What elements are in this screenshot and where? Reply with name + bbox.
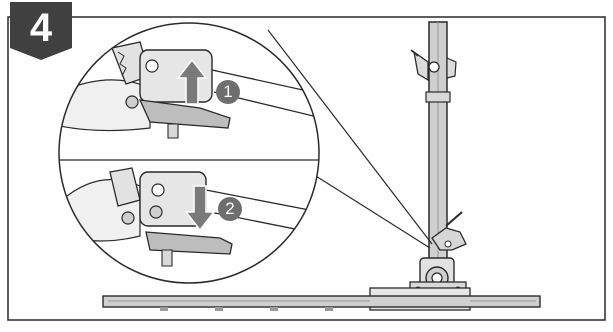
- callout-2-label: 2: [218, 197, 242, 221]
- step-badge: 4: [10, 2, 72, 60]
- callout-1-label: 1: [216, 80, 240, 104]
- zoom-leader-bottom: [300, 166, 430, 248]
- zoom-detail: [50, 20, 330, 290]
- cutter-bar: [103, 296, 540, 311]
- step-number: 4: [10, 8, 72, 48]
